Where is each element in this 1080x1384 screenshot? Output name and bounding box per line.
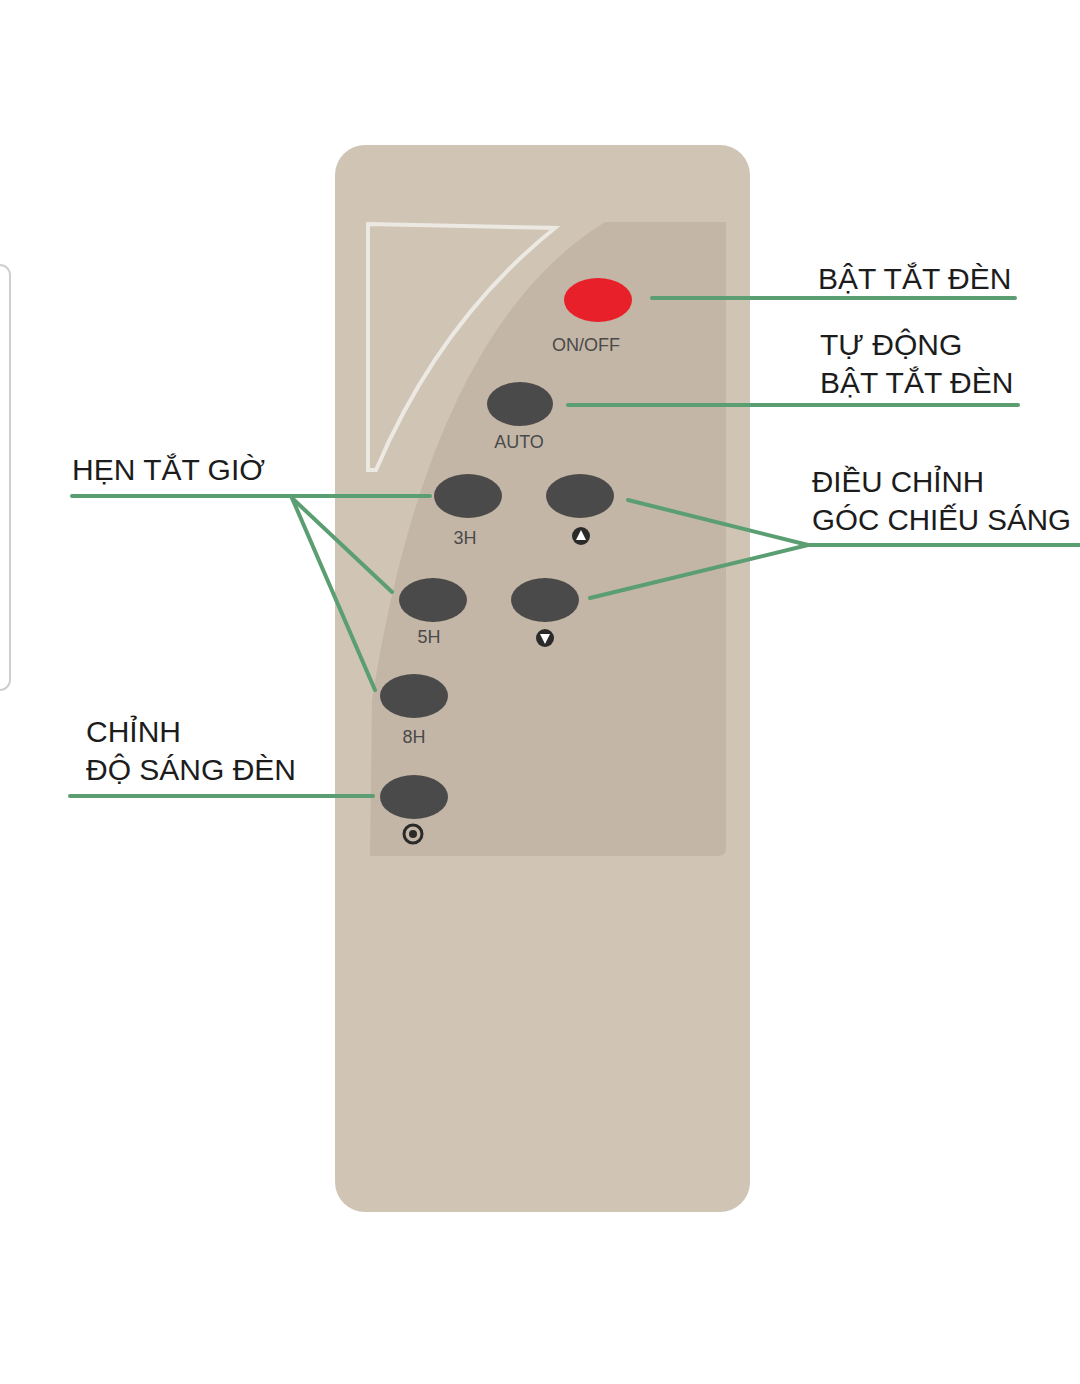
leader-line	[808, 543, 1080, 547]
brightness-icon	[404, 825, 422, 843]
button-label: 5H	[417, 627, 440, 647]
timer-button	[380, 674, 448, 718]
leader-line	[72, 494, 430, 498]
up-button	[546, 474, 614, 518]
button-label: 3H	[453, 528, 476, 548]
brightness-button	[380, 775, 448, 819]
down-icon	[536, 629, 554, 647]
frame-edge	[0, 265, 10, 690]
button-label: AUTO	[494, 432, 544, 452]
leader-lines	[70, 298, 1080, 796]
leader-line	[292, 498, 375, 690]
leader-line	[628, 500, 808, 545]
leader-line	[652, 296, 1015, 300]
leader-line	[568, 403, 1018, 407]
timer-button	[399, 578, 467, 622]
down-icon	[540, 634, 550, 644]
leader-line	[590, 545, 808, 598]
up-icon	[572, 527, 590, 545]
down-button	[511, 578, 579, 622]
brightness-icon	[409, 830, 417, 838]
callout-label: TỰ ĐỘNG BẬT TẮT ĐÈN	[820, 326, 1013, 402]
button-panel	[370, 222, 726, 856]
callout-label: BẬT TẮT ĐÈN	[818, 260, 1011, 298]
auto-button	[487, 382, 553, 426]
remote-body	[335, 145, 750, 1212]
power-button	[564, 278, 632, 322]
button-label: 8H	[402, 727, 425, 747]
leader-line	[70, 794, 373, 798]
callout-label: HẸN TẮT GIỜ	[72, 451, 265, 489]
up-icon	[576, 530, 586, 540]
timer-button	[434, 474, 502, 518]
button-label: ON/OFF	[552, 335, 620, 355]
callout-label: ĐIỀU CHỈNH GÓC CHIẾU SÁNG	[812, 463, 1071, 539]
callout-label: CHỈNH ĐỘ SÁNG ĐÈN	[86, 713, 296, 789]
leader-line	[292, 498, 392, 592]
logo-outline	[368, 224, 555, 470]
